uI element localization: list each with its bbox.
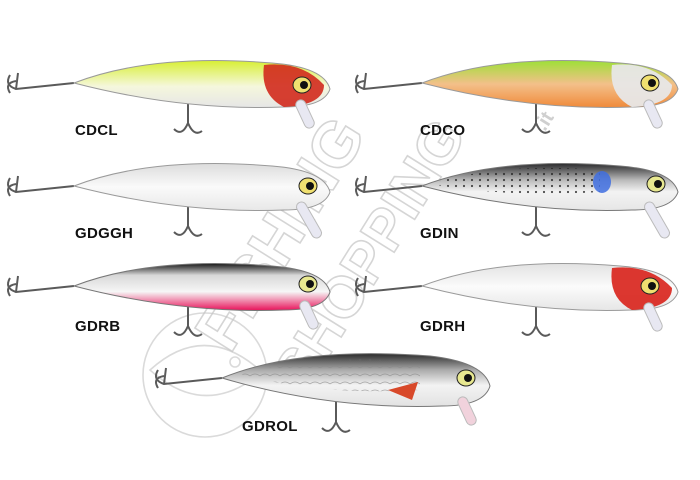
lure-code-label: GDGGH [75, 225, 134, 242]
lure-code-label: GDROL [242, 418, 298, 435]
lure-code-label: GDIN [420, 225, 459, 242]
lure-code-label: CDCL [75, 122, 118, 139]
lure-gdrol [155, 353, 491, 433]
lure-code-label: GDRB [75, 318, 121, 335]
lure-gdggh [7, 163, 331, 239]
lure-code-label: GDRH [420, 318, 466, 335]
lure-gdin [355, 163, 679, 239]
lure-code-label: CDCO [420, 122, 466, 139]
lure-cdco [355, 60, 679, 134]
lure-cdcl [7, 60, 331, 134]
lure-gdrb [7, 263, 331, 337]
lure-gdrh [355, 263, 679, 337]
